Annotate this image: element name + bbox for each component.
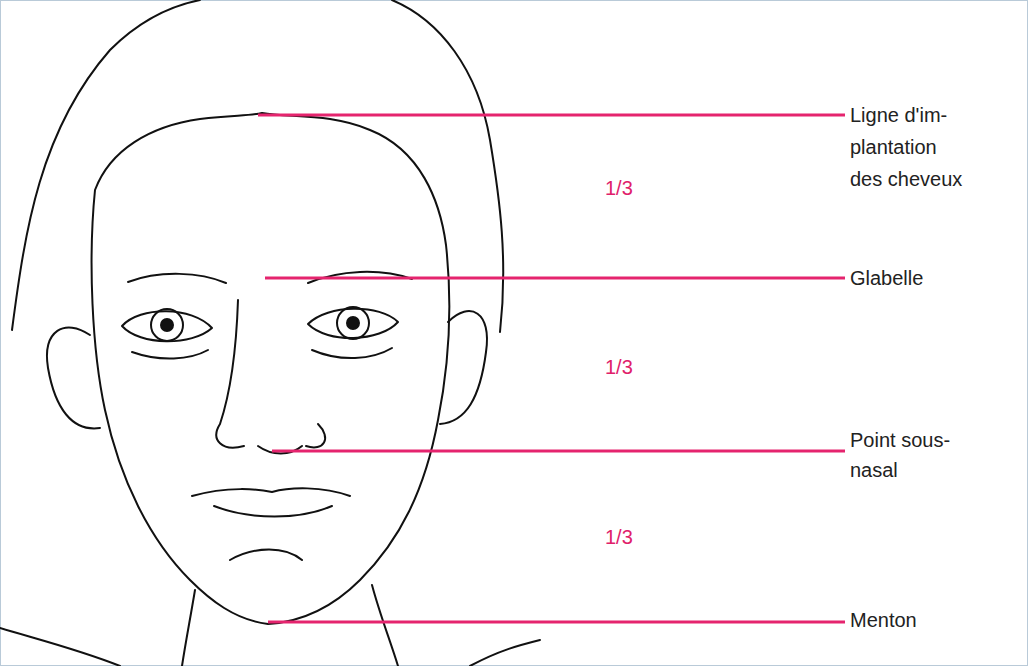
left-pupil (161, 319, 173, 331)
reference-line (272, 450, 845, 453)
reference-line (268, 621, 845, 624)
proportion-label: 1/3 (605, 176, 685, 200)
right-eye (308, 309, 398, 338)
nose-wing (306, 424, 325, 447)
shoulder (470, 640, 540, 666)
upper-lip (192, 488, 350, 496)
lower-lip (214, 506, 332, 517)
reference-line (265, 277, 845, 280)
chin-crease (230, 550, 302, 561)
nose-bridge (216, 300, 244, 448)
eye-fold (312, 348, 392, 358)
right-pupil (347, 317, 359, 329)
reference-line (258, 114, 845, 117)
left-eye (122, 311, 212, 341)
proportion-label: 1/3 (605, 525, 685, 549)
face-drawing (0, 0, 540, 666)
shoulder (0, 628, 120, 666)
landmark-label: Point sous-nasal (850, 425, 966, 485)
face-outline (92, 113, 450, 624)
landmark-label: Ligne d'im-plantation des cheveux (850, 99, 966, 195)
landmark-label: Glabelle (850, 266, 966, 290)
left-eyebrow (128, 274, 226, 283)
landmark-label: Menton (850, 608, 966, 632)
left-iris (151, 309, 183, 341)
neck (372, 585, 398, 666)
proportion-lines (258, 115, 845, 622)
hair-outline (392, 0, 503, 332)
right-iris (337, 307, 369, 339)
neck (182, 590, 195, 666)
right-ear (440, 311, 487, 424)
eye-fold (132, 350, 208, 359)
proportion-label: 1/3 (605, 355, 685, 379)
left-ear (47, 327, 100, 428)
hair-outline (12, 0, 200, 330)
